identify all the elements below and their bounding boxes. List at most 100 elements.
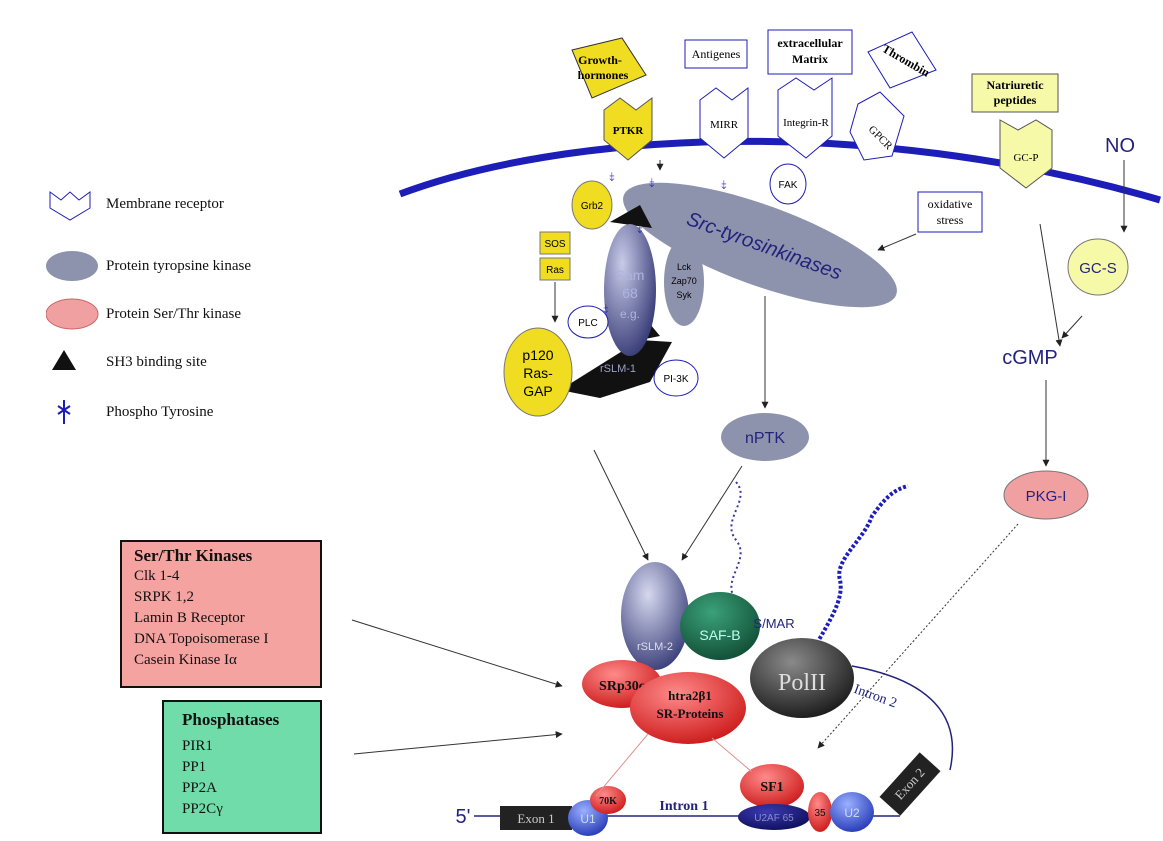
polii-complex: PolII (750, 638, 854, 718)
integrin-receptor: Integrin-R (777, 77, 833, 159)
svg-text:hormones: hormones (578, 68, 629, 82)
lck-zap70-syk: Lck Zap70 Syk (664, 238, 704, 326)
htra2b1-sr-proteins: htra2β1 SR-Proteins (630, 672, 746, 744)
s-mar-label: S/MAR (753, 616, 794, 631)
svg-text:Matrix: Matrix (792, 52, 828, 66)
svg-text:⤈: ⤈ (636, 221, 642, 235)
sf1-factor: SF1 (740, 764, 804, 808)
thrombin-signal: Thrombin (867, 31, 937, 89)
svg-text:68: 68 (622, 285, 638, 301)
gc-s-enzyme: GC-S (1067, 238, 1129, 296)
exon2-box: Exon 2 (879, 752, 941, 816)
svg-text:PLC: PLC (578, 318, 597, 329)
legend-sh3-binding-site: SH3 binding site (46, 346, 346, 380)
svg-text:GAP: GAP (523, 383, 553, 399)
intron2-curve (851, 665, 954, 771)
svg-text:SF1: SF1 (760, 780, 783, 795)
svg-text:peptides: peptides (994, 93, 1037, 107)
legend-protein-ser-thr-kinase-label: Protein Ser/Thr kinase (106, 306, 241, 322)
svg-text:PKG-I: PKG-I (1026, 488, 1067, 505)
svg-text:GC-S: GC-S (1079, 260, 1117, 277)
u2af65-factor: U2AF 65 (738, 804, 810, 830)
svg-text:U2AF 65: U2AF 65 (754, 813, 794, 824)
ser-thr-kinases-list: Clk 1-4 SRPK 1,2 Lamin B Receptor DNA To… (134, 566, 320, 671)
legend-membrane-receptor: Membrane receptor (46, 188, 346, 222)
svg-text:htra2β1: htra2β1 (668, 688, 712, 703)
phosphatases-list: PIR1 PP1 PP2A PP2Cγ (182, 736, 320, 820)
svg-text:U2: U2 (844, 806, 860, 820)
phospho-tyrosine-icon (57, 400, 71, 424)
black-triangle-icon (52, 350, 76, 370)
rslm1-shape (560, 205, 672, 398)
fak-protein: FAK (769, 163, 807, 205)
pi3k-protein: PI-3K (653, 359, 699, 397)
list-item: PP2A (182, 780, 218, 796)
nptk-kinase: nPTK (721, 413, 809, 461)
rslm2-protein: rSLM-2 (621, 562, 689, 670)
svg-text:Ras: Ras (546, 265, 564, 276)
svg-text:GC-P: GC-P (1013, 152, 1038, 164)
growth-hormones-signal: Growth- hormones (571, 37, 647, 99)
legend-membrane-receptor-label: Membrane receptor (106, 196, 224, 212)
gray-ellipse-icon (46, 251, 98, 281)
pathway-arrows (351, 160, 1128, 797)
svg-text:Antigenes: Antigenes (692, 47, 741, 61)
extracellular-matrix-signal: extracellular Matrix (767, 29, 853, 75)
sam68-protein: Sam 68 e.g. (604, 224, 656, 356)
five-prime-label: 5' (456, 806, 471, 828)
svg-text:nPTK: nPTK (745, 430, 785, 447)
svg-text:Ras-: Ras- (523, 365, 553, 381)
legend-protein-ser-thr-kinase: Protein Ser/Thr kinase (46, 298, 346, 332)
saf-b-protein: SAF-B (680, 592, 760, 660)
svg-text:SRp30c: SRp30c (599, 679, 645, 694)
exon1-box: Exon 1 (500, 806, 572, 830)
legend-protein-tyrosine-kinase: Protein tyropsine kinase (46, 250, 346, 284)
p120-ras-gap: p120 Ras- GAP (503, 327, 573, 417)
list-item: PIR1 (182, 738, 213, 754)
phospho-tyrosine-marks: ⤈ ⤈ ⤈ ⤈ ⤈ (602, 169, 726, 315)
svg-text:Growth-: Growth- (578, 53, 622, 67)
list-item: PP1 (182, 759, 207, 775)
ptkr-receptor: PTKR (603, 97, 653, 161)
svg-text:Exon 1: Exon 1 (517, 811, 554, 826)
svg-text:Natriuretic: Natriuretic (986, 78, 1044, 92)
pkg-i-kinase: PKG-I (1003, 470, 1089, 520)
svg-text:oxidative: oxidative (928, 197, 973, 211)
svg-text:SAF-B: SAF-B (699, 627, 740, 643)
svg-text:⤈: ⤈ (720, 177, 726, 191)
svg-text:35: 35 (814, 808, 826, 819)
u1-70k-protein: 70K (590, 786, 626, 814)
svg-text:Sam: Sam (616, 267, 645, 283)
svg-text:SR-Proteins: SR-Proteins (657, 706, 724, 721)
legend-sh3-binding-site-label: SH3 binding site (106, 354, 207, 370)
red-ellipse-icon (46, 298, 99, 330)
oxidative-stress-signal: oxidative stress (917, 191, 983, 233)
gpcr-receptor: GPCR (849, 91, 905, 161)
svg-text:MIRR: MIRR (710, 119, 739, 131)
membrane-receptor-icon (49, 191, 91, 221)
no-label: NO (1105, 135, 1135, 157)
u2-snrnp: U2 (830, 792, 874, 832)
ras-protein: Ras (539, 257, 571, 281)
plc-protein: PLC (567, 305, 609, 339)
legend-phospho-tyrosine-label: Phospho Tyrosine (106, 404, 214, 420)
dna-strand-main (810, 484, 909, 653)
list-item: PP2Cγ (182, 801, 223, 817)
svg-text:Zap70: Zap70 (671, 276, 697, 286)
svg-text:⤈: ⤈ (602, 301, 608, 315)
list-item: Lamin B Receptor (134, 610, 245, 626)
svg-text:PTKR: PTKR (613, 125, 645, 137)
svg-text:stress: stress (937, 213, 964, 227)
svg-text:PI-3K: PI-3K (663, 374, 688, 385)
intron1-label: Intron 1 (659, 799, 708, 814)
svg-text:FAK: FAK (779, 180, 798, 191)
grb2-adaptor: Grb2 (571, 180, 613, 230)
phosphatases-title: Phosphatases (182, 710, 280, 729)
mirr-receptor: MIRR (699, 87, 749, 159)
svg-text:extracellular: extracellular (777, 36, 843, 50)
svg-text:p120: p120 (522, 347, 553, 363)
intron2-label: Intron 2 (852, 682, 899, 711)
cgmp-label: cGMP (1002, 347, 1058, 369)
list-item: Casein Kinase Iα (134, 652, 237, 668)
